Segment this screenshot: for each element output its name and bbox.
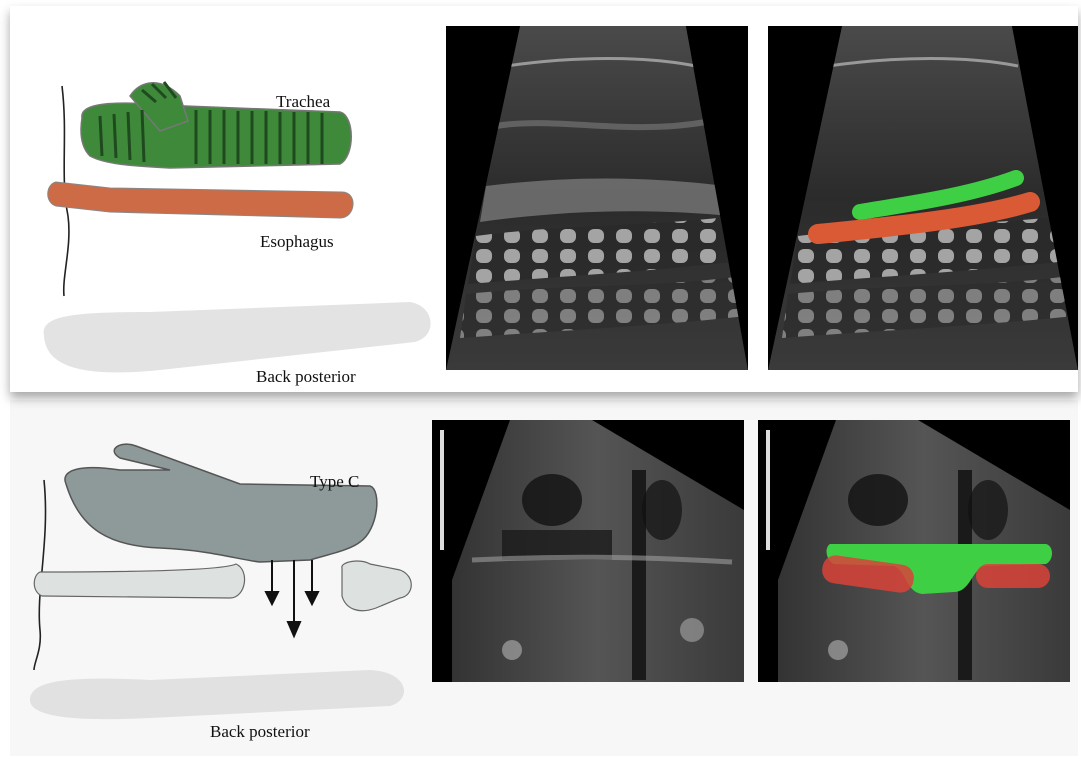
ultrasound-sagittal-plain	[446, 26, 748, 370]
ultrasound-axial-overlay	[758, 420, 1070, 682]
top-schematic	[10, 6, 440, 392]
ultrasound-sagittal-overlay	[768, 26, 1078, 370]
trachea-label: Trachea	[276, 92, 330, 112]
back-posterior-label: Back posterior	[256, 367, 356, 387]
bottom-panel: Type C Back posterior	[10, 400, 1078, 756]
upper-esophagus-pouch	[34, 564, 244, 598]
trachea-grey-shape	[65, 444, 377, 562]
type-c-label: Type C	[310, 472, 359, 492]
ultrasound-axial-plain	[432, 420, 744, 682]
esophagus-shape	[48, 182, 353, 218]
esophagus-label: Esophagus	[260, 232, 334, 252]
back-posterior-label-bottom: Back posterior	[210, 722, 310, 742]
back-shape	[44, 302, 431, 372]
back-shape-bottom	[30, 670, 404, 719]
top-panel: Trachea Esophagus Back posterior	[10, 6, 1078, 392]
esophagus-overlay-right	[976, 564, 1050, 588]
lower-esophagus-segment	[342, 561, 411, 611]
fistula-arrows	[266, 560, 318, 636]
bottom-schematic	[10, 400, 430, 756]
